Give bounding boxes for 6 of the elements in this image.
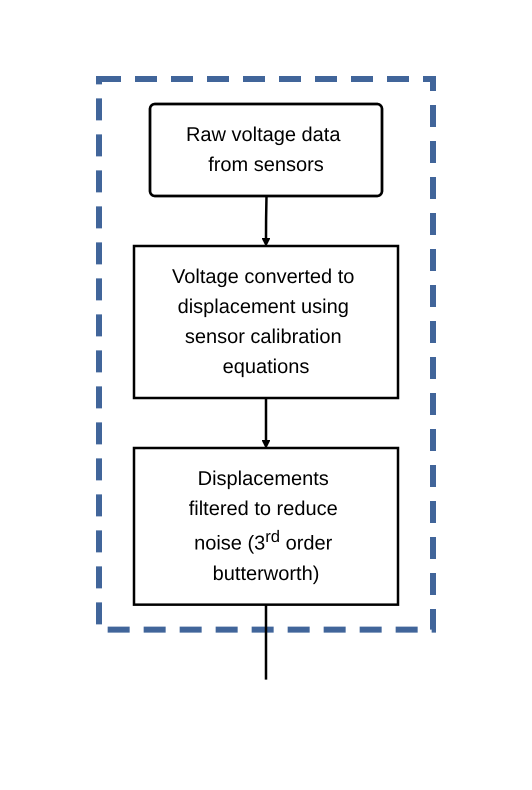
arrow bbox=[262, 196, 270, 246]
cluster bbox=[96, 76, 436, 632]
node-box: Displacements filtered to reduce noise (3$^{rd}$ order butterworth) bbox=[132, 446, 400, 606]
arrow bbox=[262, 398, 270, 448]
connector bbox=[264, 604, 268, 680]
node-box: Voltage converted to displacement using sensor calibration equations bbox=[132, 244, 400, 399]
